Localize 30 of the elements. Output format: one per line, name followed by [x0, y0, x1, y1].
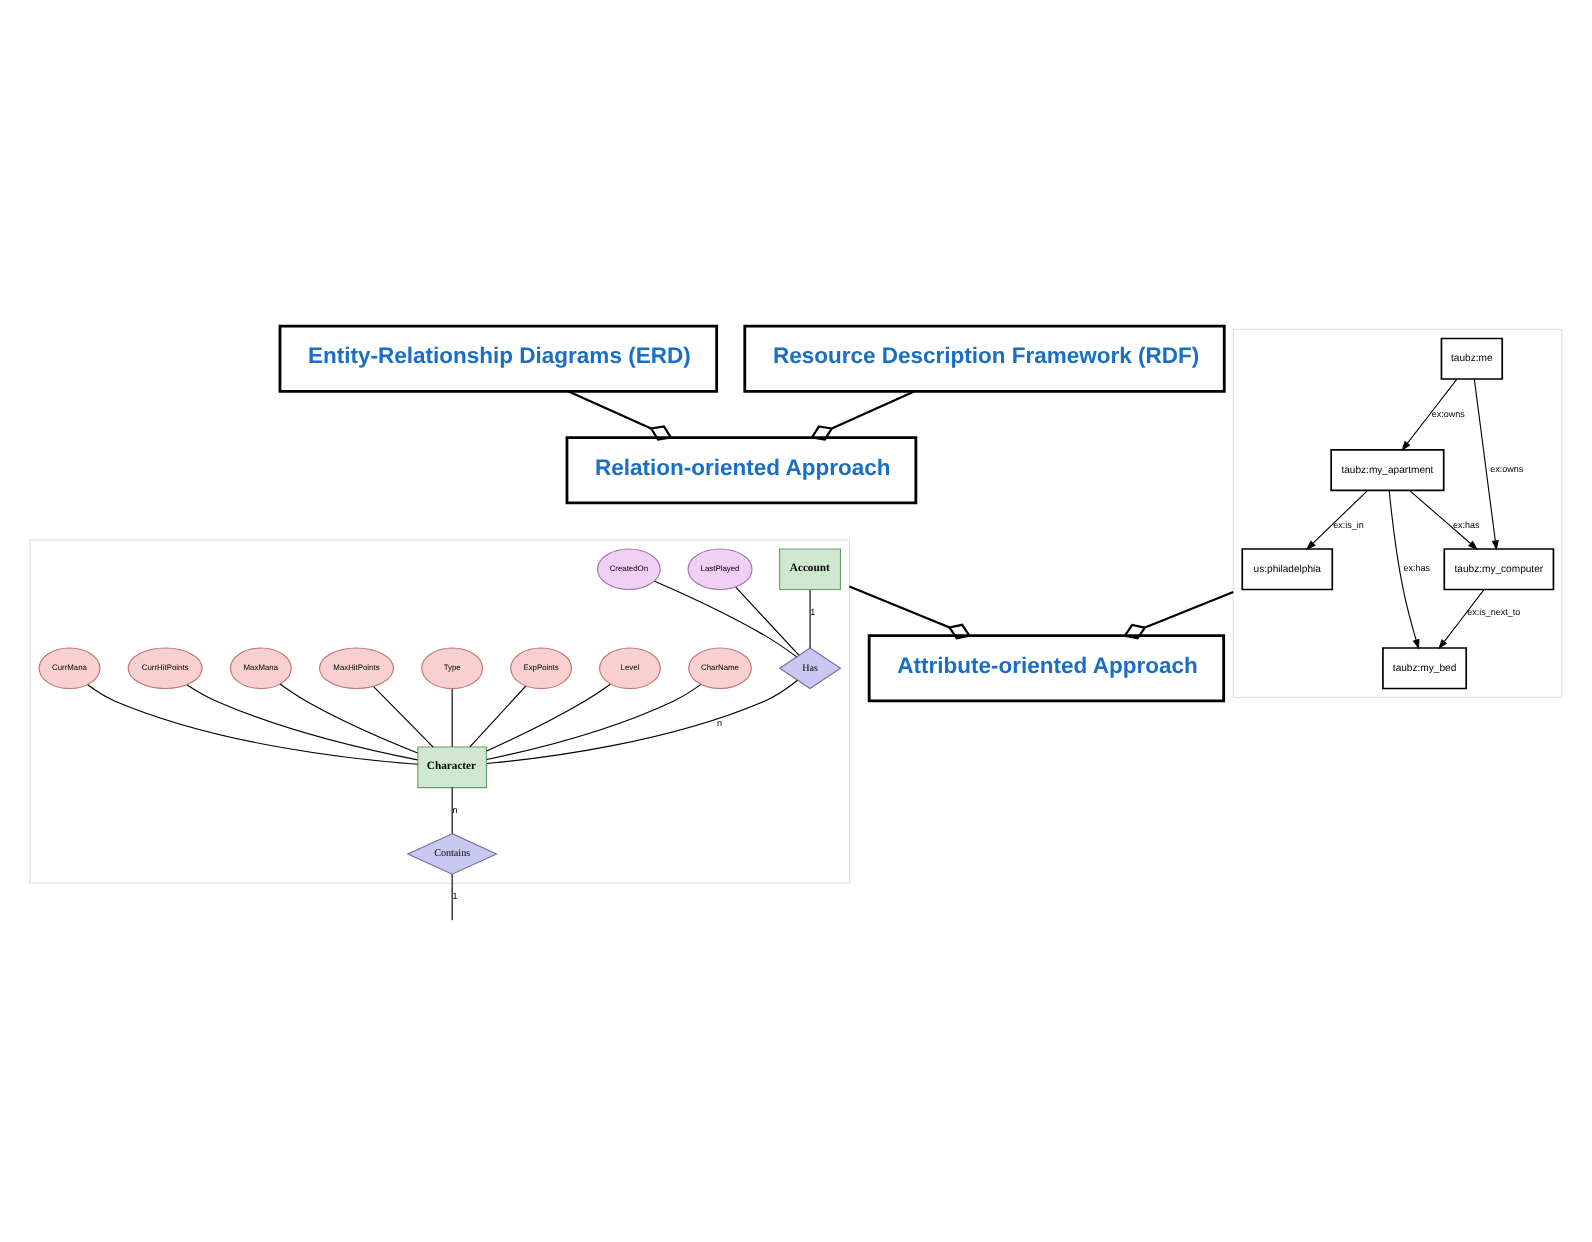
arrow [1438, 589, 1485, 650]
node-box: Resource Description Framework (RDF) [743, 324, 1226, 393]
node-box: Entity-Relationship Diagrams (ERD) [278, 324, 719, 393]
connector [654, 580, 798, 658]
connector [735, 586, 800, 656]
node-box: Attribute-oriented Approach [867, 634, 1226, 703]
connector [279, 683, 419, 754]
connector [810, 390, 915, 441]
connector [486, 684, 702, 761]
connector [469, 685, 527, 748]
connector [186, 684, 419, 761]
arrow [1409, 490, 1478, 550]
cluster [29, 539, 851, 884]
connector [451, 787, 453, 835]
connector [849, 585, 972, 640]
connector [451, 688, 453, 748]
connector [809, 589, 811, 649]
cluster [1232, 328, 1563, 699]
connector [451, 873, 453, 921]
arrow [1473, 378, 1499, 551]
connector [486, 683, 611, 752]
connector [87, 684, 419, 765]
arrow [1305, 490, 1368, 551]
connector [1122, 591, 1234, 640]
arrow [1388, 490, 1420, 650]
connector [486, 679, 799, 765]
connector [568, 390, 673, 441]
node-box: Relation-oriented Approach [565, 436, 918, 505]
connector [373, 686, 434, 748]
arrow [1401, 378, 1458, 452]
